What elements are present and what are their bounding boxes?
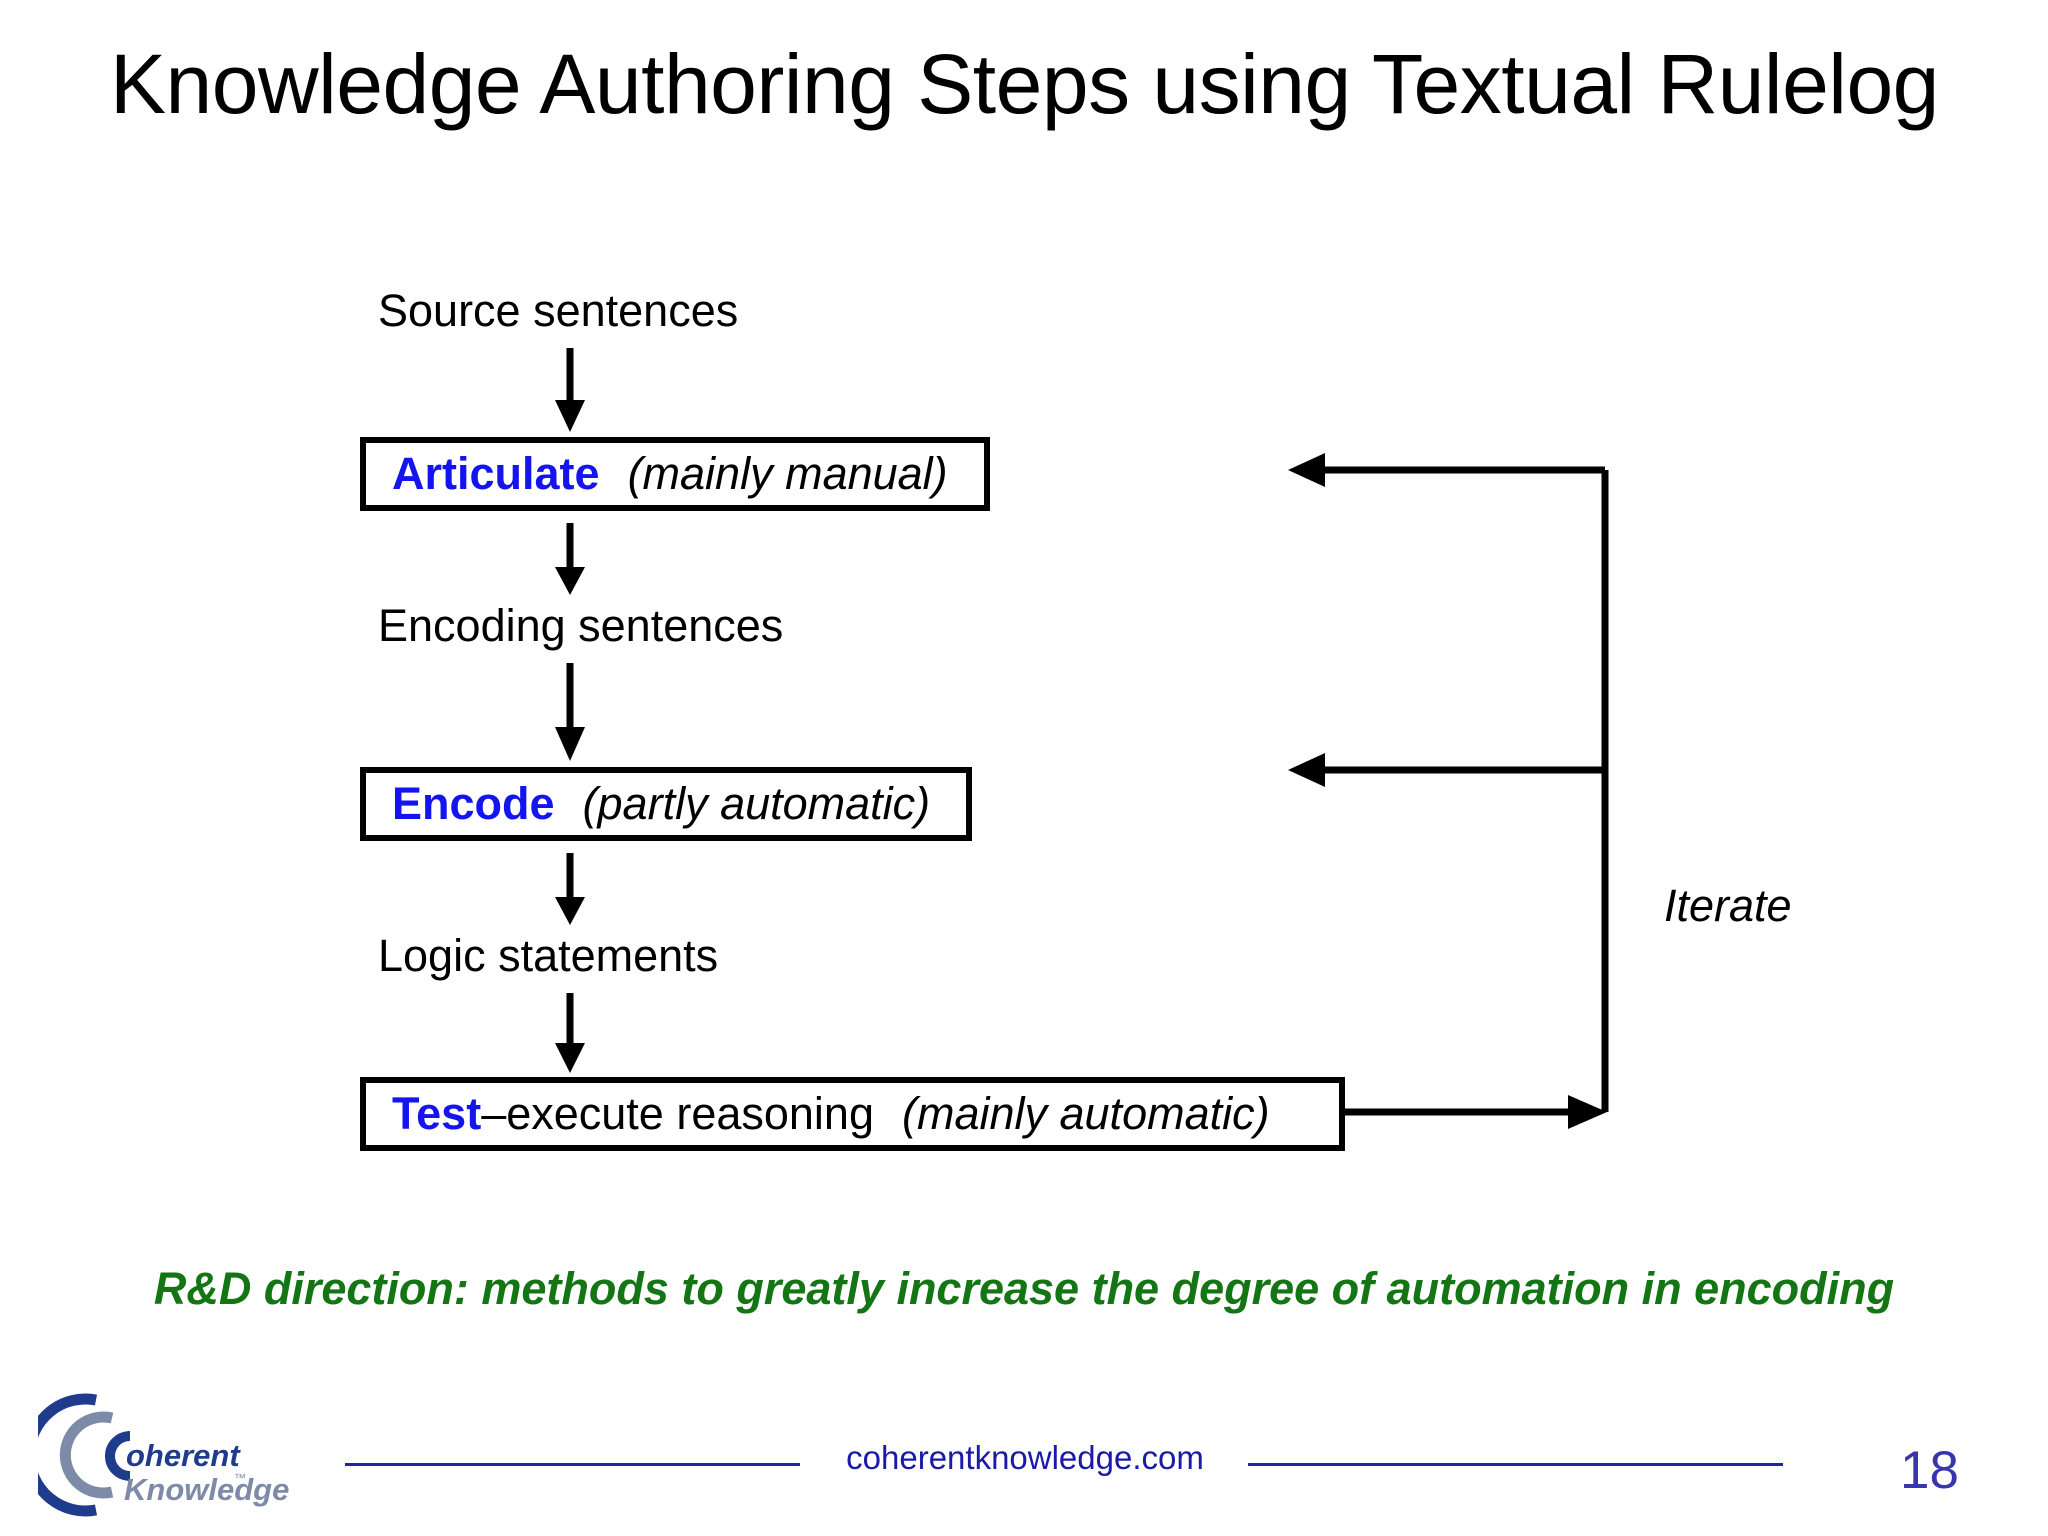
process-box-encode[interactable]: Encode (partly automatic): [360, 767, 972, 841]
iterate-feedback-loop: [1288, 453, 1609, 1129]
down-arrow-icon: [555, 348, 585, 432]
flow-label-source-sentences: Source sentences: [378, 285, 739, 336]
footer-url[interactable]: coherentknowledge.com: [846, 1439, 1204, 1476]
down-arrow-icon: [555, 853, 585, 925]
down-arrow-icon: [555, 663, 585, 761]
footer-divider-left: [345, 1463, 800, 1466]
process-note-encode: (partly automatic): [582, 778, 931, 829]
down-arrow-icon: [555, 993, 585, 1073]
iterate-label: Iterate: [1664, 880, 1792, 931]
svg-text:Knowledge: Knowledge: [124, 1472, 289, 1507]
svg-text:oherent: oherent: [126, 1438, 241, 1473]
process-keyword-articulate: Articulate: [392, 448, 600, 499]
process-keyword-encode: Encode: [392, 778, 555, 829]
coherent-knowledge-logo: oherent Knowledge ™: [38, 1393, 289, 1517]
flow-label-logic-statements: Logic statements: [378, 930, 719, 981]
page-number: 18: [1900, 1441, 1959, 1500]
process-box-test[interactable]: Test – execute reasoning (mainly automat…: [360, 1077, 1345, 1151]
flow-label-encoding-sentences: Encoding sentences: [378, 600, 784, 651]
process-middle-test: execute reasoning: [506, 1088, 874, 1139]
svg-text:™: ™: [234, 1471, 246, 1485]
process-note-articulate: (mainly manual): [627, 448, 948, 499]
down-arrow-icon: [555, 523, 585, 595]
process-note-test: (mainly automatic): [901, 1088, 1270, 1139]
process-separator-test: –: [481, 1088, 507, 1139]
footer-divider-right: [1248, 1463, 1783, 1466]
process-box-articulate[interactable]: Articulate (mainly manual): [360, 437, 990, 511]
process-keyword-test: Test: [392, 1088, 482, 1139]
rd-direction-text: R&D direction: methods to greatly increa…: [153, 1263, 1895, 1314]
page-title: Knowledge Authoring Steps using Textual …: [110, 37, 1939, 131]
